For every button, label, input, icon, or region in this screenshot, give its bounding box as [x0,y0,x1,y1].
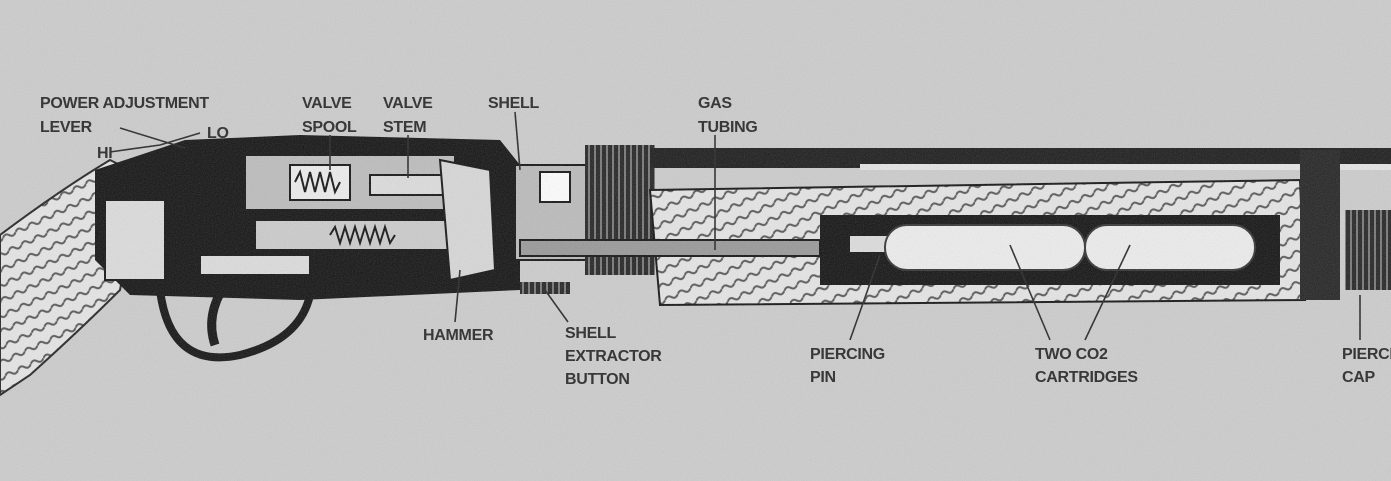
label-hammer: HAMMER [423,327,494,344]
trigger-guard [156,289,314,362]
co2-cartridge-2 [1084,224,1256,271]
label-valve-stem-2: STEM [383,119,426,136]
piercing-cap-part [1345,210,1391,290]
label-co2-cartridges-1: TWO CO2 [1035,346,1108,363]
hammer-part [438,158,497,282]
label-valve-spool-2: SPOOL [302,119,357,136]
co2-cartridge-1 [884,224,1086,271]
label-piercing-cap-2: CAP [1342,369,1376,386]
label-hi: HI [97,145,112,162]
lever-mechanism [104,199,166,281]
label-shell: SHELL [488,95,539,112]
label-piercing-pin-1: PIERCING [810,346,885,363]
label-shell-extractor-1: SHELL [565,325,616,342]
valve-spool-part [289,164,351,201]
shell-extractor-knurl [520,282,570,294]
gas-tubing-part [519,239,821,257]
piercing-pin-part [850,236,890,252]
sear-part [199,254,311,276]
label-co2-cartridges-2: CARTRIDGES [1035,369,1138,386]
label-power-adjustment-lever-2: LEVER [40,119,93,136]
label-shell-extractor-3: BUTTON [565,371,630,388]
label-power-adjustment-lever-1: POWER ADJUSTMENT [40,95,209,112]
label-piercing-cap-1: PIERCING [1342,346,1391,363]
label-valve-spool-1: VALVE [302,95,352,112]
front-band [1300,150,1340,300]
label-shell-extractor-2: EXTRACTOR [565,348,662,365]
label-gas-tubing-1: GAS [698,95,732,112]
label-gas-tubing-2: TUBING [698,119,758,136]
label-piercing-pin-2: PIN [810,369,836,386]
label-valve-stem-1: VALVE [383,95,433,112]
label-lo: LO [207,125,229,142]
shell-part [539,171,571,203]
